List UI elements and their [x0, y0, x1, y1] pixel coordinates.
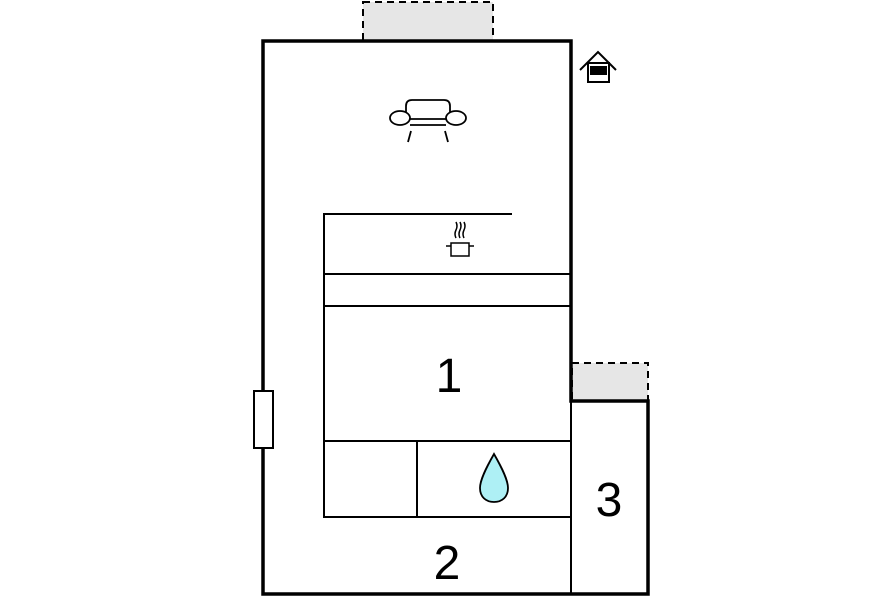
building-outline — [261, 39, 650, 596]
room-1-label: 1 — [436, 350, 463, 403]
room-2-label: 2 — [434, 537, 461, 590]
terrace-top — [362, 1, 494, 42]
house-entrance-icon — [579, 50, 617, 83]
water-drop-icon — [479, 452, 509, 503]
sofa-icon — [389, 99, 467, 143]
window — [253, 390, 274, 449]
kitchen-counter-outline — [323, 213, 571, 518]
terrace-right — [571, 362, 649, 402]
cooking-pot-icon — [446, 221, 474, 257]
room-3-label: 3 — [596, 474, 623, 527]
